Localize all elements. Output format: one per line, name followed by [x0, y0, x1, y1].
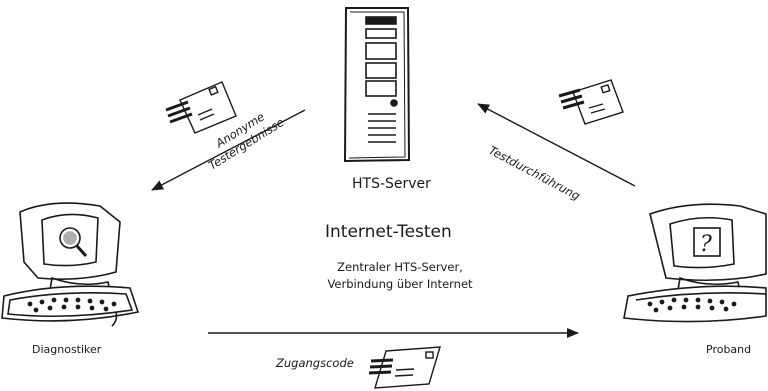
- envelope-icon: [368, 346, 441, 389]
- diagnostiker-label: Diagnostiker: [32, 343, 102, 356]
- arrow-results-to-diagnostiker: [151, 109, 306, 191]
- arrow-proband-to-server: [477, 103, 636, 187]
- subtitle-line-1: Zentraler HTS-Server,: [337, 260, 463, 274]
- access-code-label: Zugangscode: [276, 356, 354, 370]
- svg-text:?: ?: [700, 232, 712, 257]
- proband-label: Proband: [706, 343, 752, 356]
- diagram-title: Internet-Testen: [325, 222, 452, 242]
- computer-question-icon: ?: [623, 203, 767, 323]
- server-label: HTS-Server: [352, 176, 431, 192]
- subtitle-line-2: Verbindung über Internet: [327, 277, 473, 291]
- envelope-icon: [558, 79, 624, 125]
- server-tower-icon: [343, 7, 411, 163]
- envelope-icon: [165, 81, 237, 134]
- computer-magnifier-icon: [1, 202, 140, 327]
- diagram-subtitle: Zentraler HTS-Server, Verbindung über In…: [300, 259, 500, 293]
